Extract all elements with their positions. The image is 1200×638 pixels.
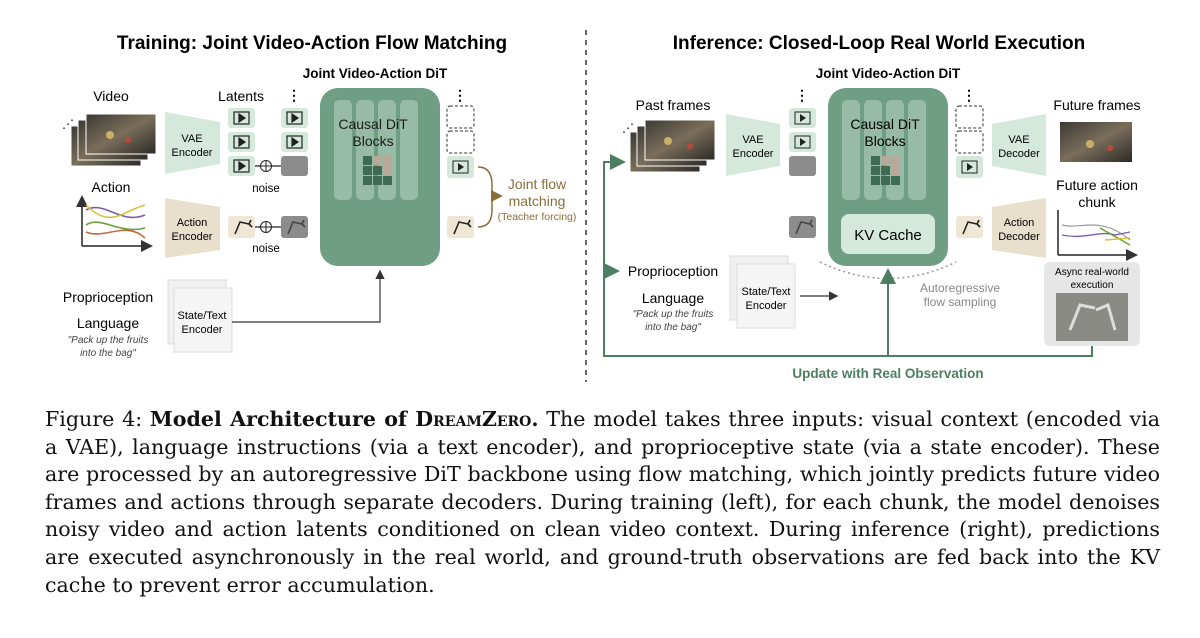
action-encoder: [165, 198, 220, 258]
inference-state-text-encoder: [729, 255, 796, 329]
svg-text:Encoder: Encoder: [172, 231, 213, 243]
svg-text:VAE: VAE: [742, 134, 763, 146]
play-icon: [233, 111, 303, 173]
past-frames-image: [629, 119, 716, 173]
attention-mask-icon: [363, 156, 392, 185]
action-label: Action: [92, 179, 131, 195]
inference-language-label: Language: [642, 290, 705, 306]
feedback-loop: [603, 154, 1093, 357]
state-text-encoder: [167, 279, 233, 353]
architecture-figure: Training: Joint Video-Action Flow Matchi…: [62, 30, 1141, 382]
joint-flow-label: Joint flow: [508, 176, 567, 192]
svg-text:Action: Action: [1004, 217, 1035, 229]
svg-text:Encoder: Encoder: [182, 324, 223, 336]
future-frames-label: Future frames: [1053, 97, 1140, 113]
svg-text:noise: noise: [252, 243, 280, 255]
svg-text:Action: Action: [177, 217, 208, 229]
robot-photo: [1056, 293, 1128, 341]
svg-text:Causal DiT: Causal DiT: [850, 116, 920, 132]
svg-text:Blocks: Blocks: [352, 133, 393, 149]
inference-context-latents: [789, 108, 816, 238]
language-label: Language: [77, 315, 140, 331]
action-latent: [228, 216, 255, 238]
action-plot-icon: [76, 195, 153, 252]
future-action-plot-icon: [1057, 210, 1138, 261]
update-label: Update with Real Observation: [792, 366, 983, 381]
svg-text:VAE: VAE: [181, 133, 202, 145]
future-frames-image: [1060, 122, 1132, 162]
vae-decoder: [992, 114, 1046, 176]
svg-text:into the bag": into the bag": [645, 322, 701, 333]
svg-text:Encoder: Encoder: [733, 148, 774, 160]
svg-text:⋮: ⋮: [453, 87, 467, 103]
svg-text:"Pack up the fruits: "Pack up the fruits: [68, 335, 149, 346]
svg-text:matching: matching: [509, 193, 566, 209]
training-dit-title: Joint Video-Action DiT: [303, 66, 448, 81]
svg-text:⋮: ⋮: [962, 87, 976, 103]
svg-text:⋮: ⋮: [287, 87, 301, 103]
training-output-latents: [446, 105, 475, 238]
svg-text:Decoder: Decoder: [998, 231, 1040, 243]
svg-text:"Pack up the fruits: "Pack up the fruits: [633, 309, 714, 320]
svg-text:State/Text: State/Text: [742, 286, 791, 298]
inference-proprioception-label: Proprioception: [628, 263, 718, 279]
svg-text:into the bag": into the bag": [80, 348, 136, 359]
latents-label: Latents: [218, 88, 264, 104]
svg-text:KV Cache: KV Cache: [854, 227, 922, 244]
training-title: Training: Joint Video-Action Flow Matchi…: [117, 33, 507, 54]
svg-text:execution: execution: [1071, 280, 1114, 291]
vae-encoder: [165, 112, 220, 174]
inference-output-latents: [955, 105, 984, 238]
inference-dit-title: Joint Video-Action DiT: [816, 66, 961, 81]
svg-text:flow sampling: flow sampling: [924, 295, 997, 309]
autoregressive-label: Autoregressive: [920, 281, 1000, 295]
svg-text:Causal DiT: Causal DiT: [338, 116, 408, 132]
svg-text:Async real-world: Async real-world: [1055, 267, 1129, 278]
future-action-label: Future action: [1056, 177, 1138, 193]
svg-text:chunk: chunk: [1078, 194, 1116, 210]
svg-text:Blocks: Blocks: [864, 133, 905, 149]
video-frames-image: [70, 113, 157, 167]
svg-text:⋮: ⋮: [795, 87, 809, 103]
svg-text:VAE: VAE: [1008, 134, 1029, 146]
svg-text:State/Text: State/Text: [178, 310, 227, 322]
inference-title: Inference: Closed-Loop Real World Execut…: [673, 33, 1085, 54]
svg-text:Decoder: Decoder: [998, 148, 1040, 160]
past-frames-label: Past frames: [636, 97, 711, 113]
svg-text:Encoder: Encoder: [746, 300, 787, 312]
action-decoder: [992, 198, 1046, 258]
noise-label: noise: [252, 183, 280, 195]
svg-text:Encoder: Encoder: [172, 147, 213, 159]
noisy-action-latent: [281, 216, 308, 238]
inference-vae-encoder: [726, 114, 780, 176]
robot-arm-icon: [234, 219, 306, 235]
proprioception-label: Proprioception: [63, 289, 153, 305]
kv-cache: [841, 214, 935, 254]
attention-mask-icon: [871, 156, 900, 185]
video-label: Video: [93, 88, 129, 104]
teacher-forcing-label: (Teacher forcing): [498, 211, 577, 223]
figure-caption: Figure 4: Model Architecture of DreamZer…: [45, 407, 1161, 597]
